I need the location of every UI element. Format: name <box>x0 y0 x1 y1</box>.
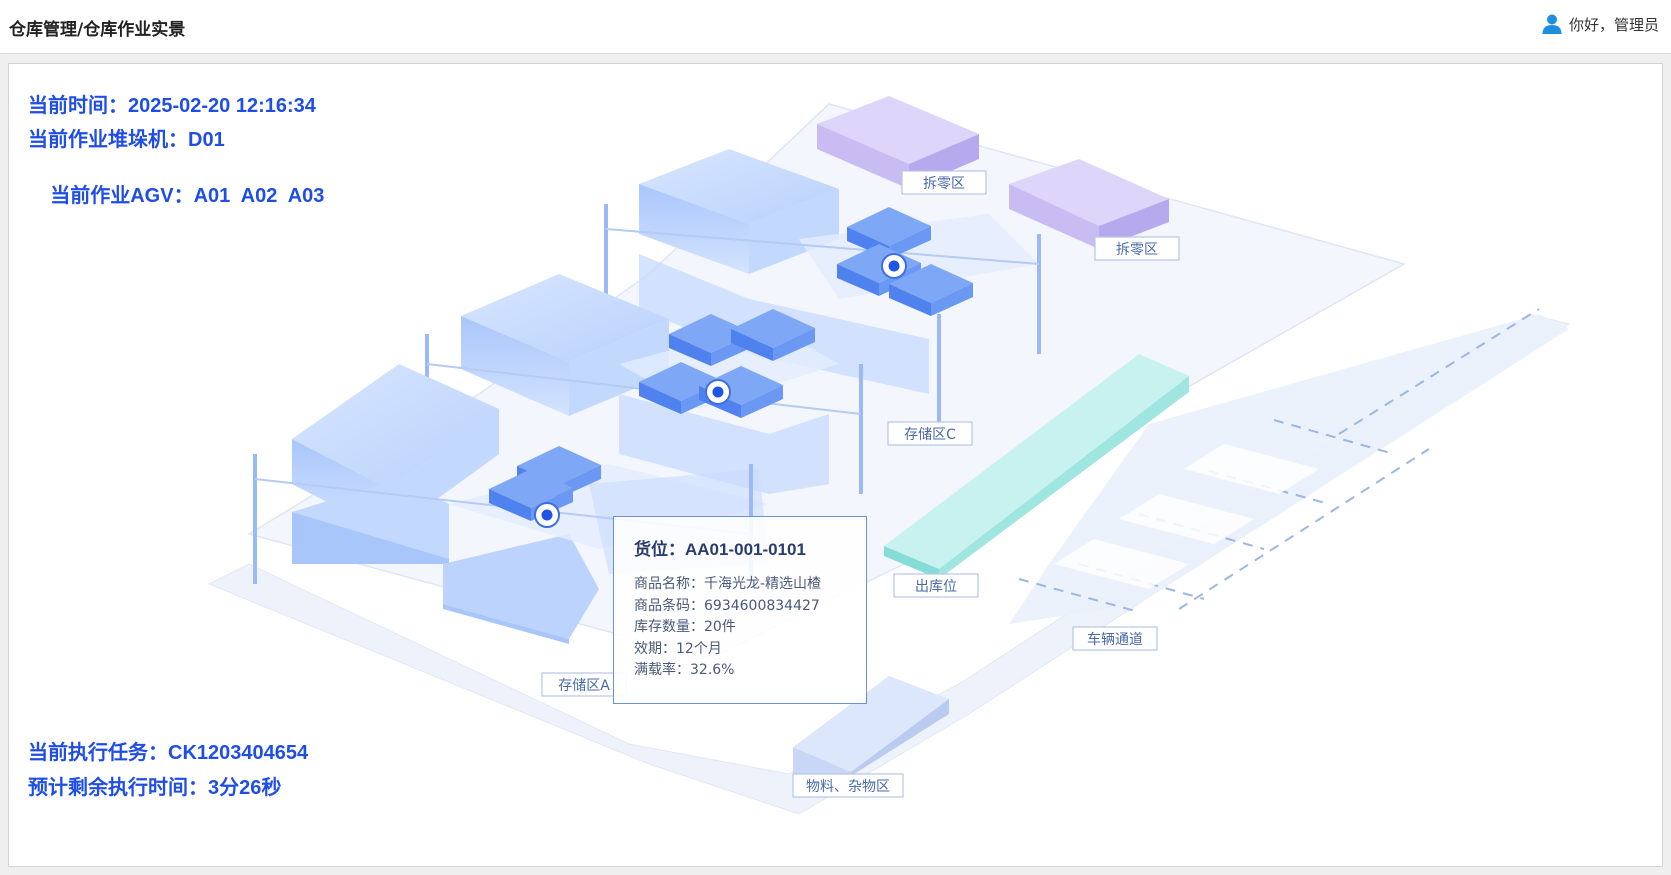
box-stack-c <box>837 207 973 316</box>
slot-tooltip: 货位：AA01-001-0101 商品名称：千海光龙-精选山楂 商品条码：693… <box>613 516 867 704</box>
zone-label-vehicle-lane[interactable]: 车辆通道 <box>1072 626 1158 651</box>
warehouse-scene: 拆零区 拆零区 存储区C 出库位 车辆通道 存储区A 物料、杂物区 <box>207 96 1571 815</box>
tooltip-row-product-name: 商品名称：千海光龙-精选山楂 <box>634 576 822 592</box>
location-pin-icon[interactable] <box>705 379 731 405</box>
svg-text:拆零区: 拆零区 <box>1116 242 1158 258</box>
zone-label-split-2[interactable]: 拆零区 <box>1094 236 1180 261</box>
top-bar: 仓库管理/仓库作业实景 你好，管理员 <box>0 0 1671 54</box>
svg-text:出库位: 出库位 <box>915 579 957 595</box>
warehouse-panel: 拆零区 拆零区 存储区C 出库位 车辆通道 存储区A 物料、杂物区 当前时间：2… <box>8 63 1663 867</box>
svg-text:拆零区: 拆零区 <box>923 176 965 192</box>
tooltip-row-stock: 库存数量：20件 <box>634 619 736 635</box>
tooltip-row-shelf-life: 效期：12个月 <box>634 640 722 657</box>
svg-text:存储区C: 存储区C <box>904 427 956 443</box>
location-pin-icon[interactable] <box>881 253 907 279</box>
user-menu[interactable]: 你好，管理员 <box>1541 13 1659 35</box>
tooltip-row-barcode: 商品条码：6934600834427 <box>634 597 820 614</box>
current-stacker: 当前作业堆垛机：D01 <box>28 129 225 151</box>
svg-text:车辆通道: 车辆通道 <box>1087 631 1143 648</box>
current-time: 当前时间：2025-02-20 12:16:34 <box>28 95 316 117</box>
outbound-dock <box>884 354 1189 579</box>
zone-label-storage-a[interactable]: 存储区A <box>541 672 627 697</box>
zone-label-materials[interactable]: 物料、杂物区 <box>792 773 904 798</box>
lane-stripes <box>1054 444 1319 589</box>
materials-area <box>793 676 949 776</box>
tooltip-title: 货位：AA01-001-0101 <box>634 540 806 559</box>
zone-label-outbound[interactable]: 出库位 <box>893 573 979 598</box>
user-greeting: 你好，管理员 <box>1568 15 1659 34</box>
svg-text:物料、杂物区: 物料、杂物区 <box>806 779 890 795</box>
current-agv: 当前作业AGV：A01 A02 A03 <box>50 185 325 207</box>
location-pin-icon[interactable] <box>534 502 560 528</box>
svg-text:存储区A: 存储区A <box>558 678 610 694</box>
breadcrumb: 仓库管理/仓库作业实景 <box>9 20 186 40</box>
box-stack-a <box>489 446 601 521</box>
remaining-time: 预计剩余执行时间：3分26秒 <box>28 777 282 799</box>
current-task: 当前执行任务：CK1203404654 <box>28 742 309 764</box>
zone-label-split-1[interactable]: 拆零区 <box>901 170 987 195</box>
user-icon <box>1542 14 1562 34</box>
zone-label-storage-c[interactable]: 存储区C <box>887 421 973 446</box>
tooltip-row-load-rate: 满载率：32.6% <box>634 662 735 678</box>
